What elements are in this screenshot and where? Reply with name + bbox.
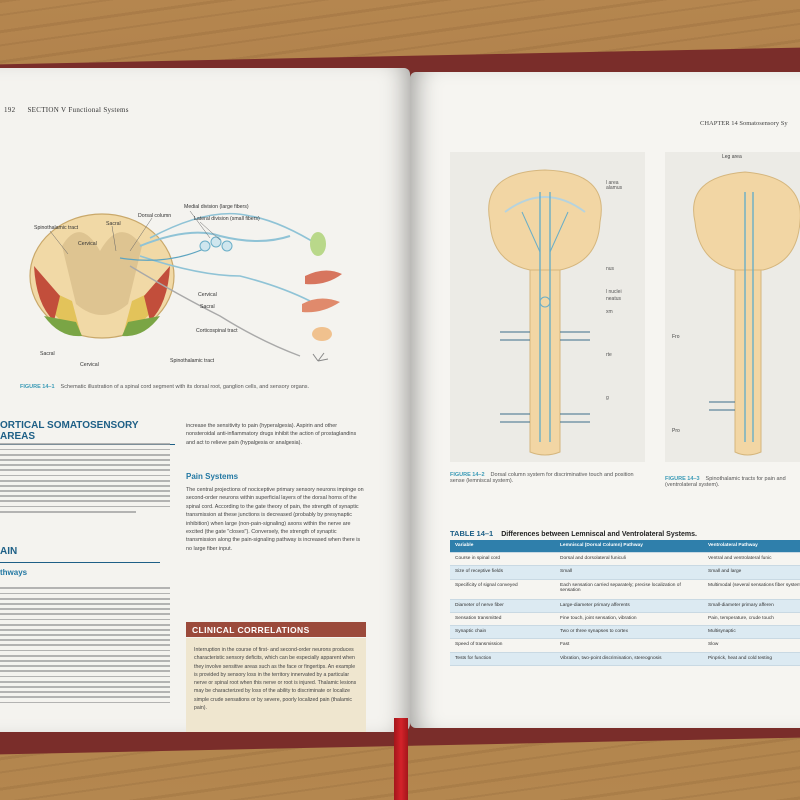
table-cell: Fast	[560, 642, 570, 648]
table-number: TABLE 14–1	[450, 529, 494, 538]
table-cell: Multimodal (several sensations fiber sys…	[708, 582, 800, 588]
label-medial-division: Medial division (large fibers)	[184, 204, 249, 210]
chapter-head: CHAPTER 14 Somatosensory Sy	[700, 120, 788, 127]
table-row: Specificity of signal conveyed Each sens…	[450, 580, 800, 600]
table-cell: Multisynaptic	[708, 629, 736, 635]
section-title: SECTION V Functional Systems	[27, 106, 129, 114]
figure-1-caption: FIGURE 14–1 Schematic illustration of a s…	[20, 384, 380, 390]
table-header-cell: Lemniscal (Dorsal Column) Pathway	[560, 543, 643, 548]
table-cell: Small-diameter primary afferen	[708, 602, 774, 608]
figure-2-caption-text: Dorsal column system for discriminative …	[450, 472, 634, 484]
fig3-pro: Pro	[672, 428, 680, 434]
label-sacral-top: Sacral	[106, 221, 121, 227]
fig2-label-3: nus	[606, 266, 615, 272]
bookmark-ribbon	[394, 718, 408, 800]
table-cell: Speed of transmission	[455, 642, 503, 648]
table-cell: Size of receptive fields	[455, 569, 503, 575]
figure-2-side-labels: l area alamus nus l nuclei neatus xm rte…	[606, 172, 622, 410]
table-cell: Course in spinal cord	[455, 556, 501, 561]
table-cell: Specificity of signal conveyed	[455, 582, 518, 588]
table-row: Tests for function Vibration, two-point …	[450, 652, 800, 667]
pathways-text	[0, 584, 170, 707]
label-dorsal-column: Dorsal column	[138, 213, 171, 219]
table-header-row: Variable Lemniscal (Dorsal Column) Pathw…	[450, 540, 800, 553]
fig2-label-2: alamus	[606, 185, 623, 191]
table-title: TABLE 14–1 Differences between Lemniscal …	[450, 529, 697, 538]
clinical-correlations-text: Interruption in the course of first- and…	[194, 647, 357, 712]
label-spinothalamic-bottom: Spinothalamic tract	[170, 358, 215, 364]
table-header-cell: Ventrolateral Pathway	[708, 543, 758, 548]
heading-pain-systems: Pain Systems	[186, 472, 239, 481]
right-page: CHAPTER 14 Somatosensory Sy l area alamu…	[410, 72, 800, 728]
figure-3-caption-text: Spinothalamic tracts for pain and (ventr…	[665, 476, 786, 488]
table-cell: Synaptic chain	[455, 629, 487, 635]
table-row: Diameter of nerve fiber Large-diameter p…	[450, 599, 800, 613]
table-row: Course in spinal cord Dorsal and dorsola…	[450, 553, 800, 567]
table-title-text: Differences between Lemniscal and Ventro…	[501, 531, 697, 538]
fig2-label-6: xm	[606, 309, 613, 315]
figure-2-number: FIGURE 14–2	[450, 472, 485, 478]
figure-3-panel	[665, 152, 800, 498]
table-cell: Slow	[708, 642, 719, 648]
differences-table: Variable Lemniscal (Dorsal Column) Pathw…	[450, 540, 800, 667]
figure-1-number: FIGURE 14–1	[20, 384, 55, 390]
fig3-fro: Fro	[672, 334, 680, 340]
table-row: Sensation transmitted Fine touch, joint …	[450, 613, 800, 627]
fig3-leg-area: Leg area	[722, 154, 742, 160]
clinical-correlations-title: CLINICAL CORRELATIONS	[186, 622, 366, 637]
table-cell: Diameter of nerve fiber	[455, 602, 504, 608]
table-cell: Vibration, two-point discrimination, ste…	[560, 655, 662, 661]
spinal-cord-figure: Spinothalamic tract Sacral Cervical Dors…	[29, 204, 342, 368]
table-cell: Pain, temperature, crude touch	[708, 615, 774, 621]
fig2-label-5: neatus	[606, 296, 622, 302]
table-cell: Tests for function	[455, 655, 492, 661]
dorsal-column-diagram	[488, 169, 602, 456]
label-spinothalamic-tract: Spinothalamic tract	[34, 225, 79, 231]
left-page: 192 SECTION V Functional Systems	[0, 68, 410, 732]
pain-systems-text: The central projections of nociceptive p…	[186, 487, 364, 552]
fig2-label-1: l area	[606, 180, 619, 186]
figure-1-caption-text: Schematic illustration of a spinal cord …	[60, 384, 310, 390]
label-cervical-top: Cervical	[78, 241, 97, 247]
fig2-label-8: g	[606, 395, 609, 401]
table-row: Speed of transmission Fast Slow	[450, 639, 800, 653]
fig2-label-7: rte	[606, 352, 612, 358]
table-cell: Each sensation carried separately; preci…	[560, 582, 681, 593]
label-corticospinal-tract: Corticospinal tract	[196, 328, 238, 334]
table-cell: Small	[560, 569, 572, 575]
table-cell: Fine touch, joint sensation, vibration	[560, 615, 637, 621]
right-column-lead: increase the sensitivity to pain (hypera…	[186, 423, 357, 446]
clinical-correlations-box: Interruption in the course of first- and…	[186, 638, 366, 732]
table-cell: Small and large	[708, 569, 742, 575]
heading-pathways: thways	[0, 568, 28, 577]
heading-pain-left: AIN	[0, 546, 160, 563]
running-head: 192 SECTION V Functional Systems	[4, 106, 129, 114]
label-sacral-right: Sacral	[200, 304, 215, 310]
label-lateral-division: Lateral division (small fibers)	[194, 216, 260, 222]
label-cervical-bottom: Cervical	[80, 362, 99, 368]
figure-3-number: FIGURE 14–3	[665, 476, 700, 482]
table-cell: Sensation transmitted	[455, 615, 502, 621]
label-sacral-bottom: Sacral	[40, 351, 55, 357]
page-number: 192	[4, 106, 16, 114]
left-column-text	[0, 440, 170, 516]
figure-2-panel	[450, 152, 645, 462]
table-row: Size of receptive fields Small Small and…	[450, 566, 800, 580]
fig2-label-4: l nuclei	[606, 289, 622, 295]
table-cell: Pinprick, heat and cold testing	[708, 655, 772, 661]
table-cell: Ventral and ventrolateral funic	[708, 556, 772, 561]
spinothalamic-diagram	[693, 171, 800, 498]
table-row: Synaptic chain Two or three synapses to …	[450, 626, 800, 640]
table-header-cell: Variable	[455, 543, 474, 548]
table-cell: Dorsal and dorsolateral funiculi	[560, 556, 626, 561]
table-cell: Two or three synapses to cortex	[560, 629, 628, 635]
table-cell: Large-diameter primary afferents	[560, 602, 630, 608]
label-cervical-right: Cervical	[198, 292, 217, 298]
